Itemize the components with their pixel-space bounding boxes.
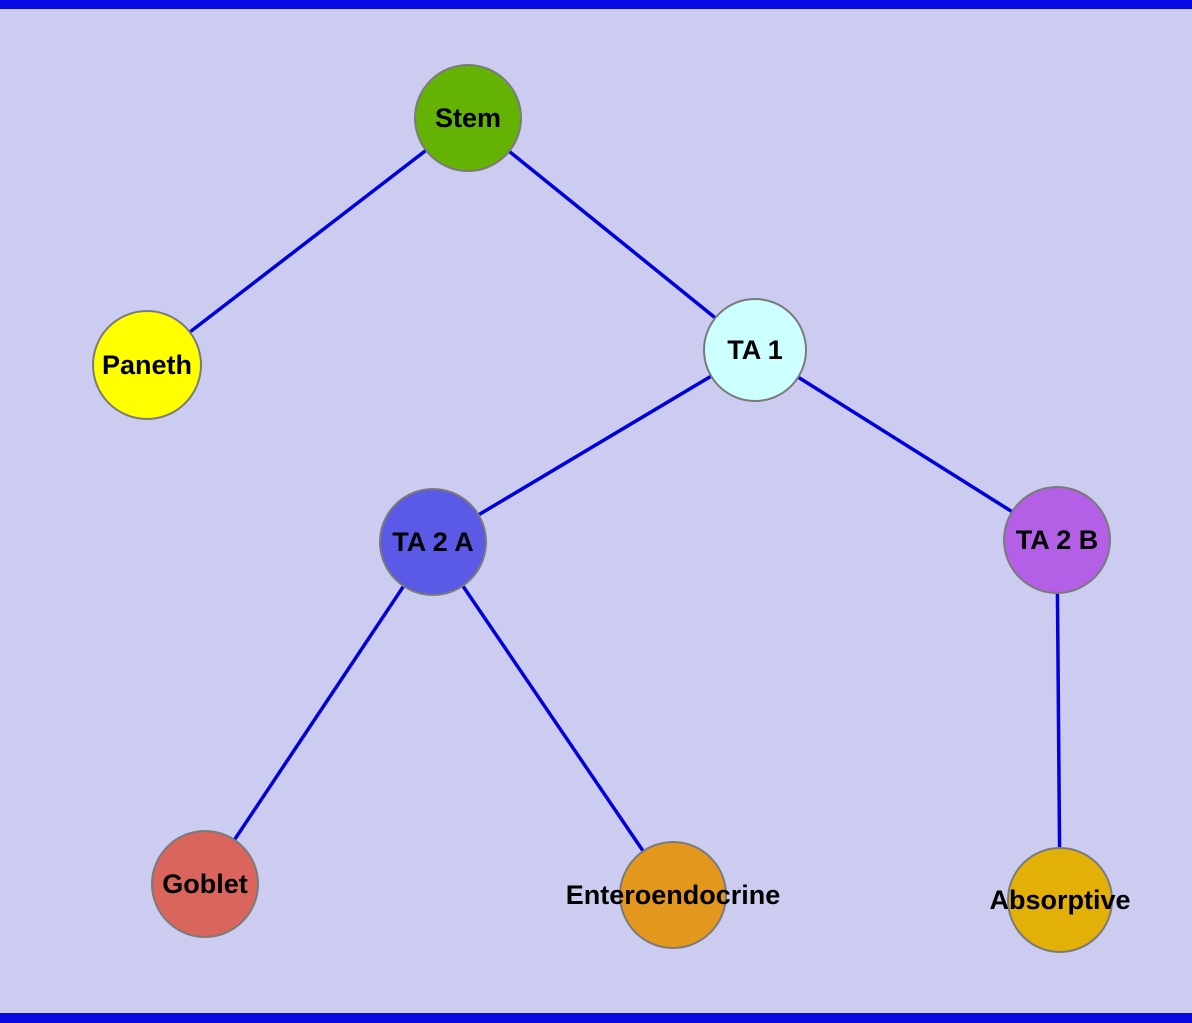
bottom-frame-bar [0, 1013, 1192, 1023]
node-ta1[interactable]: TA 1 [703, 298, 807, 402]
node-stem[interactable]: Stem [414, 64, 522, 172]
edge-ta1-ta2a [432, 348, 756, 544]
node-circle-enteroendocrine[interactable] [619, 841, 727, 949]
node-ta2a[interactable]: TA 2 A [379, 488, 487, 596]
node-circle-stem[interactable] [414, 64, 522, 172]
edge-ta2a-goblet [203, 541, 435, 885]
edge-ta2a-enteroendocrine [431, 541, 675, 896]
node-circle-ta1[interactable] [703, 298, 807, 402]
node-goblet[interactable]: Goblet [151, 830, 259, 938]
node-circle-absorptive[interactable] [1007, 847, 1113, 953]
edge-stem-ta1 [466, 116, 757, 352]
node-circle-ta2a[interactable] [379, 488, 487, 596]
top-frame-bar [0, 0, 1192, 9]
node-paneth[interactable]: Paneth [92, 310, 202, 420]
node-circle-goblet[interactable] [151, 830, 259, 938]
node-ta2b[interactable]: TA 2 B [1003, 486, 1111, 594]
node-circle-ta2b[interactable] [1003, 486, 1111, 594]
edge-ta2b-absorptive [1055, 539, 1062, 901]
node-circle-paneth[interactable] [92, 310, 202, 420]
edge-ta1-ta2b [754, 348, 1058, 542]
edge-stem-paneth [145, 116, 470, 367]
edges-layer [145, 116, 1062, 901]
